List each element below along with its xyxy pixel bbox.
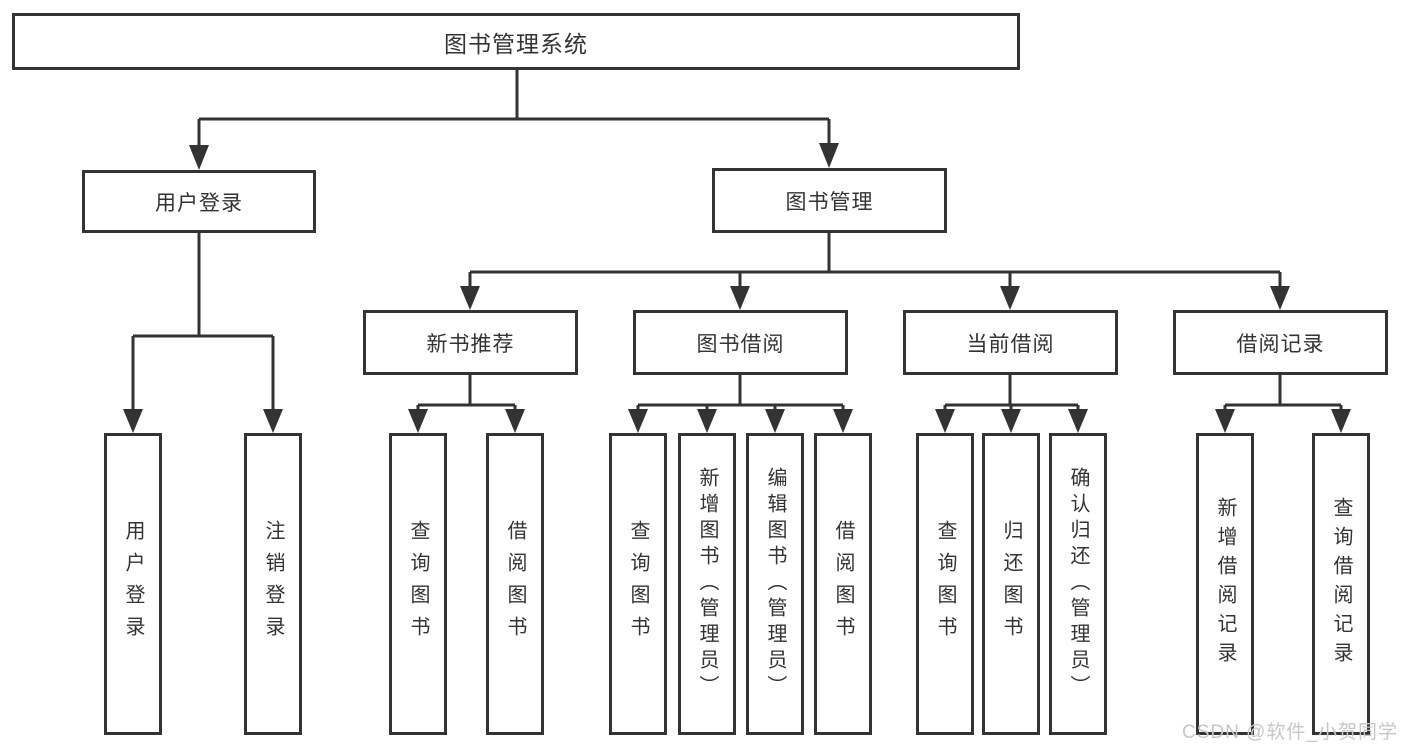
node-label: 图书管理系统 — [444, 30, 588, 57]
leaf-logout: 注销登录 — [244, 433, 302, 735]
leaf-query-book-recommend: 查询图书 — [389, 433, 447, 735]
leaf-confirm-return-admin: 确认归还（管理员） — [1049, 433, 1107, 735]
leaf-add-borrow-record: 新增借阅记录 — [1196, 433, 1254, 735]
node-label: 当前借阅 — [966, 332, 1055, 356]
leaf-borrow-book-recommend: 借阅图书 — [486, 433, 544, 735]
node-label: 确认归还（管理员） — [1067, 467, 1089, 701]
node-user-login: 用户登录 — [82, 170, 316, 233]
node-label: 注销登录 — [262, 520, 284, 648]
node-label: 借阅记录 — [1236, 332, 1325, 356]
node-book-borrow: 图书借阅 — [633, 310, 848, 375]
node-label: 查询图书 — [627, 520, 649, 648]
leaf-return-book: 归还图书 — [982, 433, 1040, 735]
node-label: 归还图书 — [1000, 520, 1022, 648]
node-label: 编辑图书（管理员） — [764, 467, 786, 701]
node-label: 新增图书（管理员） — [696, 467, 718, 701]
leaf-borrow-book: 借阅图书 — [814, 433, 872, 735]
node-label: 新书推荐 — [426, 332, 515, 356]
leaf-edit-book-admin: 编辑图书（管理员） — [746, 433, 804, 735]
node-label: 图书借阅 — [696, 332, 785, 356]
node-label: 用户登录 — [155, 191, 243, 215]
node-label: 查询图书 — [934, 520, 956, 648]
node-book-management: 图书管理 — [712, 168, 947, 233]
csdn-watermark: CSDN @软件_小贺同学 — [1182, 722, 1398, 743]
node-label: 查询借阅记录 — [1330, 497, 1352, 671]
leaf-query-book-borrow: 查询图书 — [609, 433, 667, 735]
leaf-query-borrow-record: 查询借阅记录 — [1312, 433, 1370, 735]
node-root-library-system: 图书管理系统 — [12, 13, 1020, 70]
leaf-query-book-current: 查询图书 — [916, 433, 974, 735]
node-current-borrow: 当前借阅 — [903, 310, 1118, 375]
node-new-book-recommend: 新书推荐 — [363, 310, 578, 375]
node-label: 查询图书 — [407, 520, 429, 648]
node-label: 用户登录 — [122, 520, 144, 648]
node-label: 借阅图书 — [832, 520, 854, 648]
node-borrow-records: 借阅记录 — [1173, 310, 1388, 375]
node-label: 新增借阅记录 — [1214, 497, 1236, 671]
leaf-add-book-admin: 新增图书（管理员） — [678, 433, 736, 735]
leaf-user-login: 用户登录 — [104, 433, 162, 735]
node-label: 图书管理 — [785, 190, 874, 214]
node-label: 借阅图书 — [504, 520, 526, 648]
